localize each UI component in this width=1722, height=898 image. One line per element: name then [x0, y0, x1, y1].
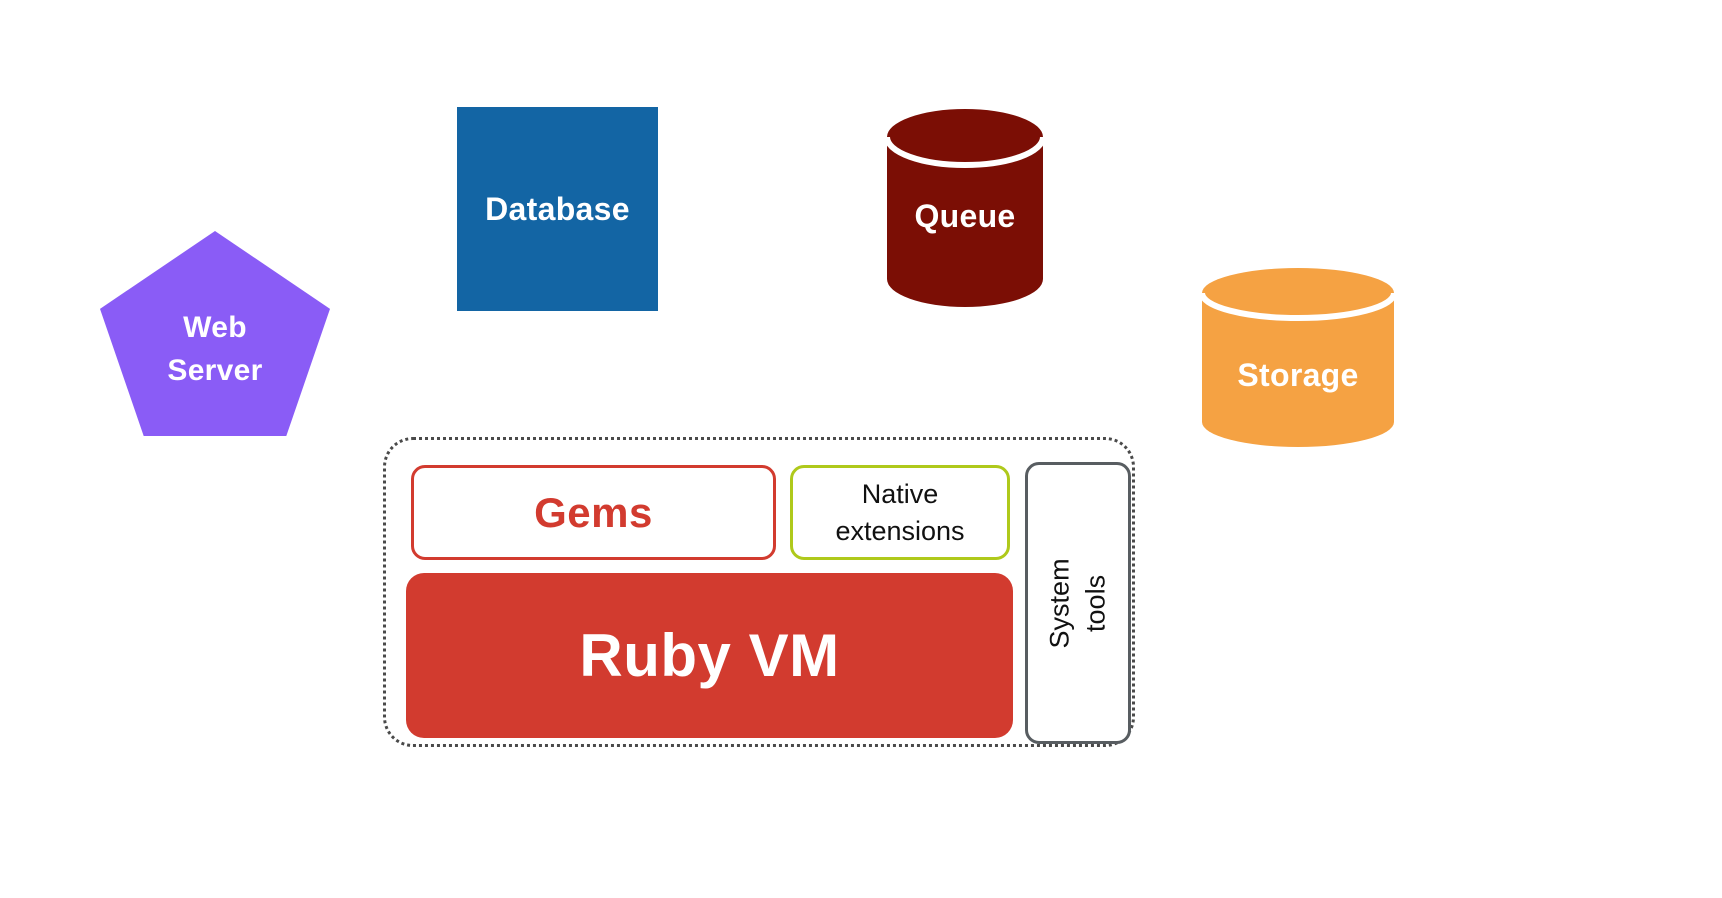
gems-label: Gems	[534, 488, 653, 536]
node-ruby-vm: Ruby VM	[406, 573, 1013, 738]
queue-cylinder-icon	[884, 109, 1046, 307]
web-server-label: Web Server	[167, 310, 263, 387]
native-extensions-label: Native extensions	[835, 479, 965, 546]
node-native-extensions: Native extensions	[790, 465, 1010, 560]
storage-label: Storage	[1237, 357, 1359, 393]
queue-label: Queue	[914, 198, 1016, 234]
node-system-tools: System tools	[1025, 462, 1131, 744]
database-label: Database	[485, 190, 630, 227]
node-gems: Gems	[411, 465, 776, 560]
node-database: Database	[457, 107, 658, 311]
node-storage: Storage	[1200, 265, 1396, 450]
node-web-server: Web Server	[100, 231, 330, 436]
ruby-vm-label: Ruby VM	[579, 622, 840, 689]
system-tools-label: System tools	[1044, 557, 1111, 649]
ruby-environment-group: Gems Native extensions System tools Ruby…	[383, 437, 1135, 747]
storage-cylinder-icon	[1200, 268, 1396, 447]
node-queue: Queue	[884, 105, 1046, 310]
